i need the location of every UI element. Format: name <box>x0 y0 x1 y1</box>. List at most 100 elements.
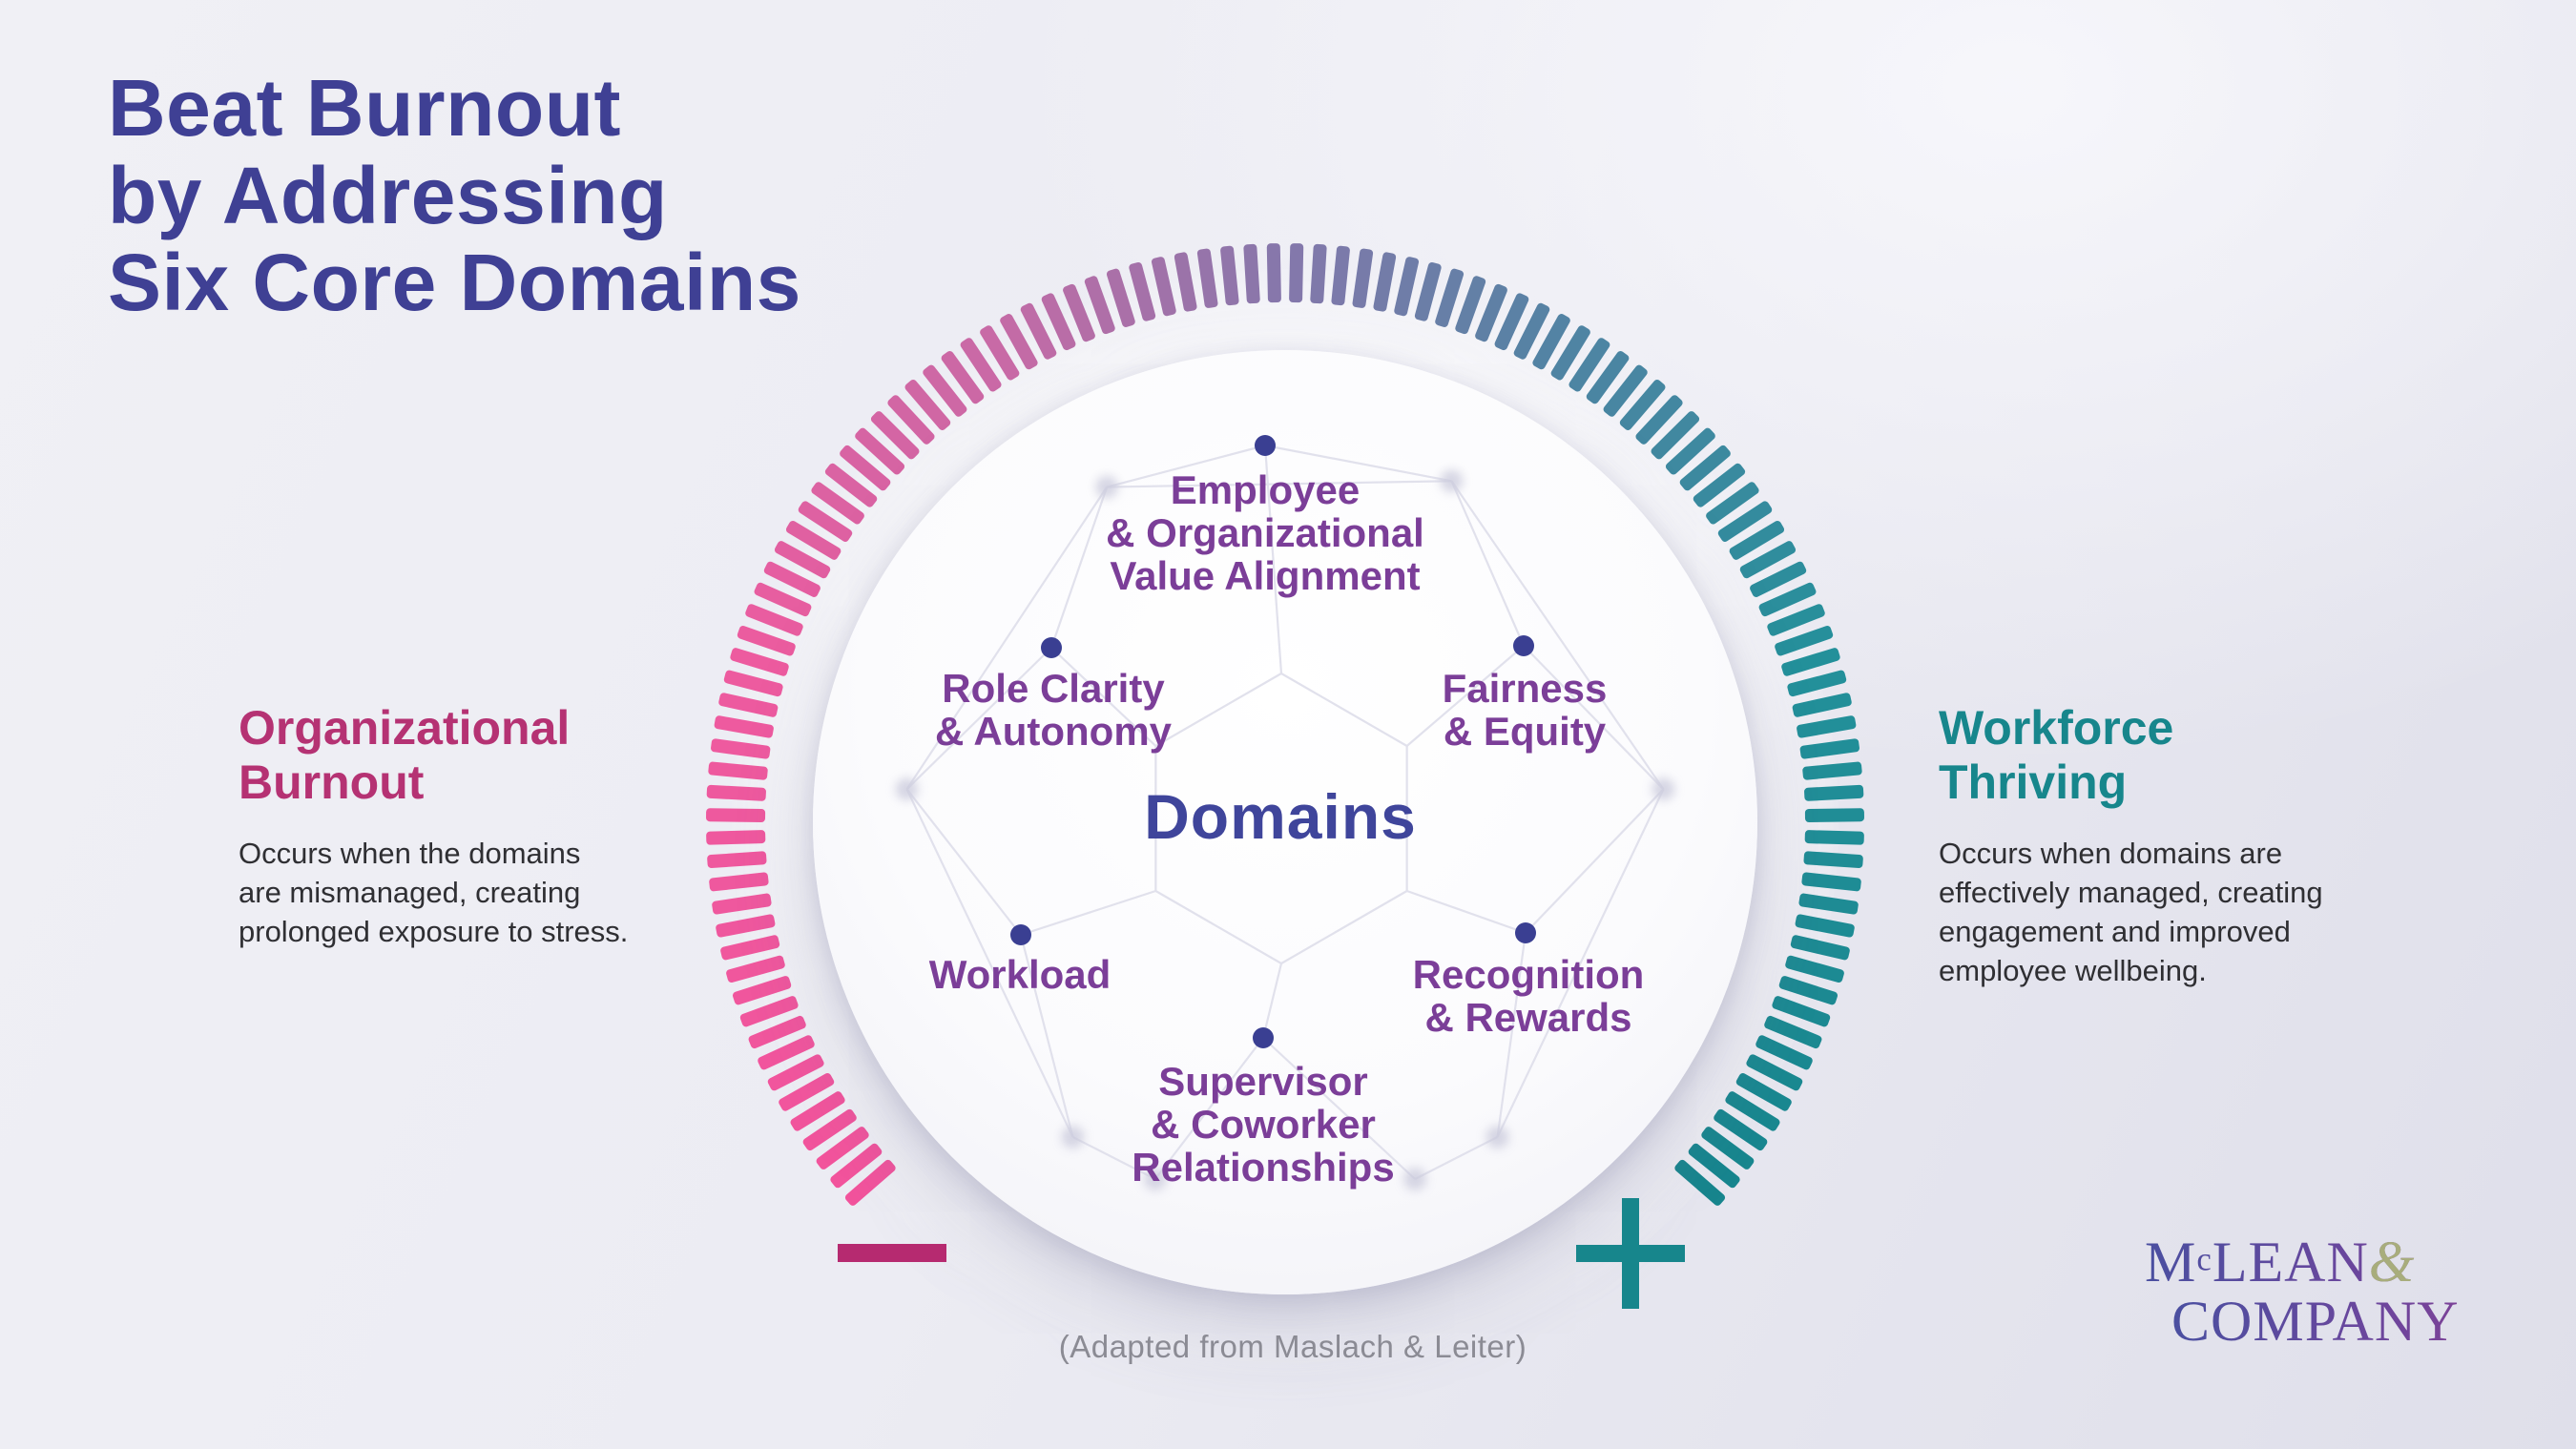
logo-ampersand: & <box>2368 1230 2416 1294</box>
ring-tick <box>1352 248 1374 308</box>
ring-tick <box>798 501 853 542</box>
ring-tick <box>1532 314 1570 370</box>
ring-tick <box>1804 830 1864 845</box>
ring-tick <box>1792 693 1852 717</box>
ring-tick <box>1020 302 1057 360</box>
ring-tick <box>840 445 891 491</box>
ring-tick <box>748 1015 806 1049</box>
thriving-description: Occurs when domains are effectively mana… <box>1939 837 2323 987</box>
ring-tick <box>960 338 1002 392</box>
ring-tick <box>1787 670 1847 697</box>
ring-tick <box>1129 261 1156 321</box>
ring-tick <box>1729 520 1785 560</box>
ring-tick <box>1795 914 1855 938</box>
ring-tick <box>1799 738 1859 759</box>
ring-tick <box>1746 1054 1803 1091</box>
ring-tick <box>1455 276 1486 335</box>
ring-tick <box>1688 1143 1740 1189</box>
ring-tick <box>737 626 796 656</box>
ring-tick <box>1755 1035 1813 1070</box>
ring-tick <box>1475 283 1507 342</box>
ring-tick <box>1717 501 1773 542</box>
mclean-company-logo: McLEAN& COMPANY <box>2145 1232 2545 1352</box>
ring-tick <box>830 1143 883 1189</box>
ring-tick <box>1568 338 1610 392</box>
ring-tick <box>1803 851 1863 869</box>
ring-tick <box>1550 325 1590 381</box>
ring-tick <box>763 561 821 597</box>
logo-line-2: COMPANY <box>2171 1293 2545 1352</box>
ring-tick <box>1174 252 1197 312</box>
domain-label-role-clarity: Role Clarity & Autonomy <box>934 666 1173 754</box>
ring-tick <box>1394 257 1420 317</box>
ring-tick <box>754 582 812 617</box>
ring-tick <box>785 520 841 560</box>
ring-tick <box>870 411 920 460</box>
ring-tick <box>1764 1015 1822 1049</box>
ring-tick <box>779 1072 835 1111</box>
ring-tick <box>904 380 951 430</box>
ring-tick <box>1735 1072 1792 1111</box>
ring-tick <box>824 463 878 507</box>
logo-letter-c: c <box>2196 1240 2212 1278</box>
ring-tick <box>1266 243 1281 303</box>
ring-tick <box>1778 976 1839 1005</box>
ring-tick <box>1804 808 1864 822</box>
ring-tick <box>758 1035 815 1070</box>
domain-dot-lower-right <box>1515 922 1536 943</box>
ring-tick <box>1701 1127 1755 1170</box>
ring-tick <box>1196 248 1218 308</box>
domain-label-fairness: Fairness & Equity <box>1442 666 1608 754</box>
ring-tick <box>726 955 785 983</box>
logo-letter-m: M <box>2145 1231 2197 1294</box>
ring-tick <box>1772 996 1831 1027</box>
ring-tick <box>1243 243 1260 304</box>
ring-tick <box>723 670 783 697</box>
ring-tick <box>1513 302 1550 360</box>
domain-dot-top <box>1255 435 1276 456</box>
ring-tick <box>1801 872 1861 892</box>
plus-icon <box>1576 1198 1685 1309</box>
ring-tick <box>811 482 864 525</box>
ring-tick <box>1785 955 1844 983</box>
ring-tick <box>855 427 905 475</box>
thriving-heading: Workforce Thriving <box>1939 701 2174 809</box>
logo-line-1: McLEAN& <box>2145 1232 2545 1293</box>
ring-tick <box>941 351 985 404</box>
ring-tick <box>1758 582 1817 617</box>
domain-dot-lower-left <box>1010 924 1031 945</box>
minus-icon <box>838 1244 946 1262</box>
domain-label-recognition: Recognition & Rewards <box>1412 952 1645 1040</box>
domain-label-workload: Workload <box>928 952 1111 997</box>
ring-tick <box>1775 626 1834 656</box>
ring-tick <box>730 648 789 676</box>
ring-tick <box>745 604 803 636</box>
ring-tick <box>1706 482 1759 525</box>
center-domains-label: Domains <box>1144 781 1417 852</box>
logo-lean: LEAN <box>2212 1231 2369 1294</box>
ring-tick <box>1679 445 1731 491</box>
ring-tick <box>790 1091 845 1131</box>
ring-tick <box>1586 351 1630 404</box>
plus-icon-vertical-bar <box>1622 1198 1639 1309</box>
ring-tick <box>802 1108 857 1151</box>
ring-tick <box>1041 293 1076 351</box>
ring-tick <box>1151 257 1176 317</box>
ring-tick <box>980 325 1020 381</box>
domain-dot-upper-right <box>1513 635 1534 656</box>
ring-tick <box>1494 293 1529 351</box>
ring-tick <box>844 1159 896 1206</box>
source-caption: (Adapted from Maslach & Leiter) <box>1058 1329 1527 1364</box>
ring-tick <box>816 1127 869 1170</box>
ring-tick <box>1220 245 1239 306</box>
ring-tick <box>767 1054 824 1091</box>
ring-tick <box>1106 268 1135 327</box>
ring-tick <box>1725 1091 1780 1131</box>
domain-label-supervisor: Supervisor & Coworker Relationships <box>1132 1059 1395 1190</box>
ring-tick <box>1693 463 1746 507</box>
ring-tick <box>1000 314 1038 370</box>
ring-tick <box>1084 276 1115 335</box>
ring-tick <box>1310 243 1327 304</box>
ring-tick <box>1435 268 1465 327</box>
